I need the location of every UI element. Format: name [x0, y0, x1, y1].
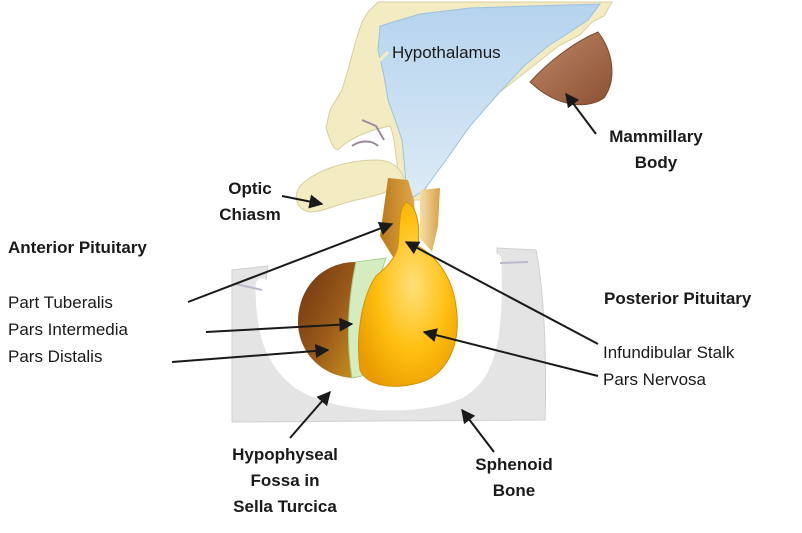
label-optic-line2: Chiasm: [219, 205, 281, 224]
label-hypothalamus: Hypothalamus: [392, 43, 501, 62]
arrow-optic-chiasm: [281, 194, 324, 209]
label-part-tuberalis: Part Tuberalis: [8, 293, 113, 312]
label-pars-distalis: Pars Distalis: [8, 347, 103, 366]
label-fossa-line2: Fossa in: [250, 471, 320, 490]
arrow-infundibular-stalk: [404, 241, 599, 345]
arrow-hypophyseal-fossa: [289, 390, 331, 439]
label-optic-chiasm: Optic Chiasm: [208, 176, 292, 228]
arrow-pars-distalis: [171, 343, 330, 363]
arrow-part-tuberalis: [187, 221, 394, 303]
label-mammillary-line2: Body: [634, 153, 678, 172]
label-pars-nervosa: Pars Nervosa: [603, 370, 706, 389]
label-anterior-pituitary: Anterior Pituitary: [8, 238, 147, 257]
pars-nervosa-shape: [358, 201, 458, 387]
hypothalamus-region: [377, 3, 602, 199]
sella-turcica-fossa: [255, 253, 502, 411]
label-infundibular-stalk: Infundibular Stalk: [603, 343, 735, 362]
label-pars-intermedia: Pars Intermedia: [8, 320, 128, 339]
label-posterior-pituitary: Posterior Pituitary: [604, 289, 752, 308]
label-mammillary-line1: Mammillary: [609, 127, 703, 146]
label-fossa-line3: Sella Turcica: [233, 497, 337, 516]
pars-distalis-shape: [298, 262, 356, 378]
label-fossa-line1: Hypophyseal: [232, 445, 338, 464]
label-optic-line1: Optic: [228, 179, 272, 198]
label-sphenoid-line2: Bone: [492, 481, 536, 500]
label-mammillary-body: Mammillary Body: [594, 124, 718, 176]
label-sphenoid-bone: Sphenoid Bone: [454, 452, 574, 504]
label-hypophyseal-fossa: Hypophyseal Fossa in Sella Turcica: [210, 442, 360, 520]
arrow-mammillary: [565, 92, 597, 135]
label-sphenoid-line1: Sphenoid: [475, 455, 553, 474]
arrow-sphenoid-bone: [461, 408, 495, 453]
arrow-pars-nervosa: [422, 328, 599, 377]
arrow-pars-intermedia: [205, 317, 354, 333]
